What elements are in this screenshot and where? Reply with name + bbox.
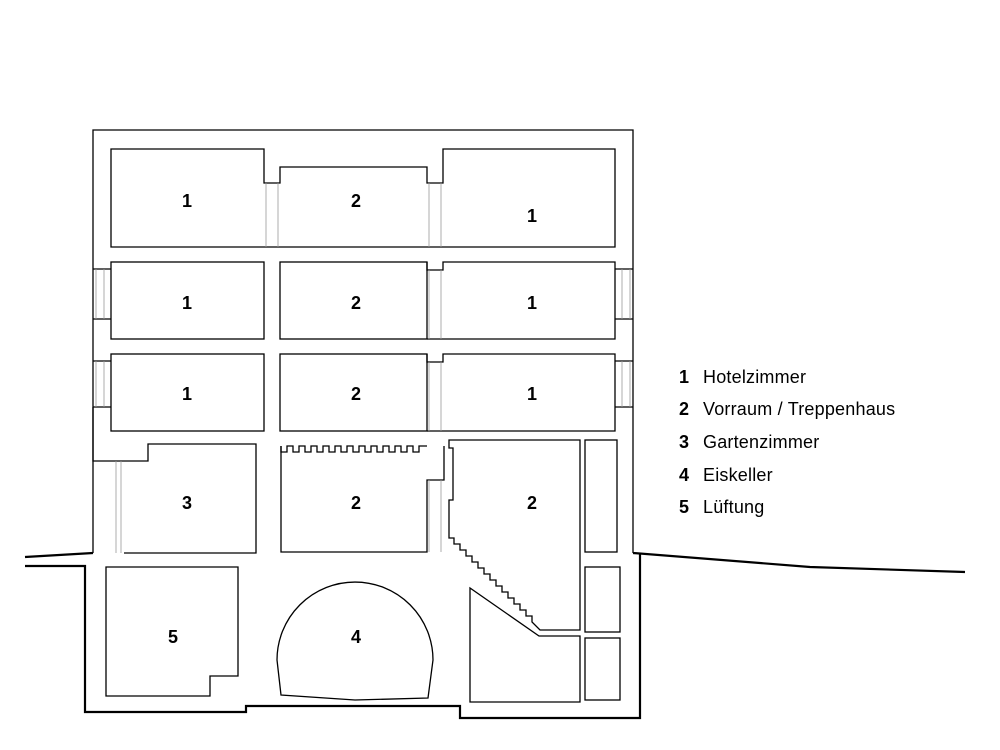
legend-item: 2 Vorraum / Treppenhaus bbox=[679, 394, 895, 427]
room-number: 1 bbox=[527, 293, 537, 313]
room-number: 1 bbox=[182, 293, 192, 313]
room-number: 1 bbox=[527, 384, 537, 404]
legend-label: Gartenzimmer bbox=[703, 431, 820, 452]
room-outline bbox=[110, 261, 265, 340]
legend-label: Eiskeller bbox=[703, 464, 773, 485]
room-number: 2 bbox=[351, 493, 361, 513]
legend-number: 2 bbox=[679, 399, 690, 420]
room-outline bbox=[92, 407, 257, 554]
crenellation bbox=[280, 445, 427, 453]
shaft-outline bbox=[584, 439, 618, 553]
room-number: 2 bbox=[351, 384, 361, 404]
basement-outline bbox=[25, 553, 642, 720]
legend-item: 4 Eiskeller bbox=[679, 459, 895, 492]
room-number: 2 bbox=[351, 293, 361, 313]
legend-item: 5 Lüftung bbox=[679, 491, 895, 524]
legend-label: Lüftung bbox=[703, 497, 765, 518]
room-number: 5 bbox=[168, 627, 178, 647]
room-number: 3 bbox=[182, 493, 192, 513]
legend-number: 1 bbox=[679, 366, 690, 387]
legend-label: Vorraum / Treppenhaus bbox=[703, 399, 896, 420]
staircase-outline bbox=[448, 439, 581, 631]
legend-number: 4 bbox=[679, 464, 690, 485]
room-number: 2 bbox=[351, 191, 361, 211]
ground-line-right bbox=[632, 551, 966, 574]
room-number: 1 bbox=[182, 191, 192, 211]
legend-number: 3 bbox=[679, 431, 690, 452]
room-outline bbox=[110, 148, 616, 248]
room-number: 1 bbox=[182, 384, 192, 404]
room-outline bbox=[279, 261, 428, 340]
vault-outline bbox=[276, 581, 434, 701]
legend: 1 Hotelzimmer 2 Vorraum / Treppenhaus 3 … bbox=[679, 361, 895, 524]
room-outline bbox=[110, 353, 265, 432]
window-lines bbox=[95, 183, 631, 553]
room-number: 4 bbox=[351, 627, 361, 647]
room-outline bbox=[279, 353, 428, 432]
room-number: 1 bbox=[527, 206, 537, 226]
shaft-outline bbox=[584, 566, 621, 633]
legend-label: Hotelzimmer bbox=[703, 366, 807, 387]
room-outline bbox=[280, 446, 445, 553]
legend-item: 1 Hotelzimmer bbox=[679, 361, 895, 394]
room-outline bbox=[426, 261, 616, 340]
slab-connector bbox=[93, 268, 633, 408]
shaft-outline bbox=[584, 637, 621, 701]
building-outline bbox=[92, 129, 634, 553]
room-number: 2 bbox=[527, 493, 537, 513]
room-outline bbox=[105, 566, 239, 697]
ramp-outline bbox=[469, 586, 581, 703]
ground-line-left bbox=[24, 551, 94, 559]
legend-item: 3 Gartenzimmer bbox=[679, 426, 895, 459]
room-outline bbox=[426, 353, 616, 432]
legend-number: 5 bbox=[679, 497, 690, 518]
